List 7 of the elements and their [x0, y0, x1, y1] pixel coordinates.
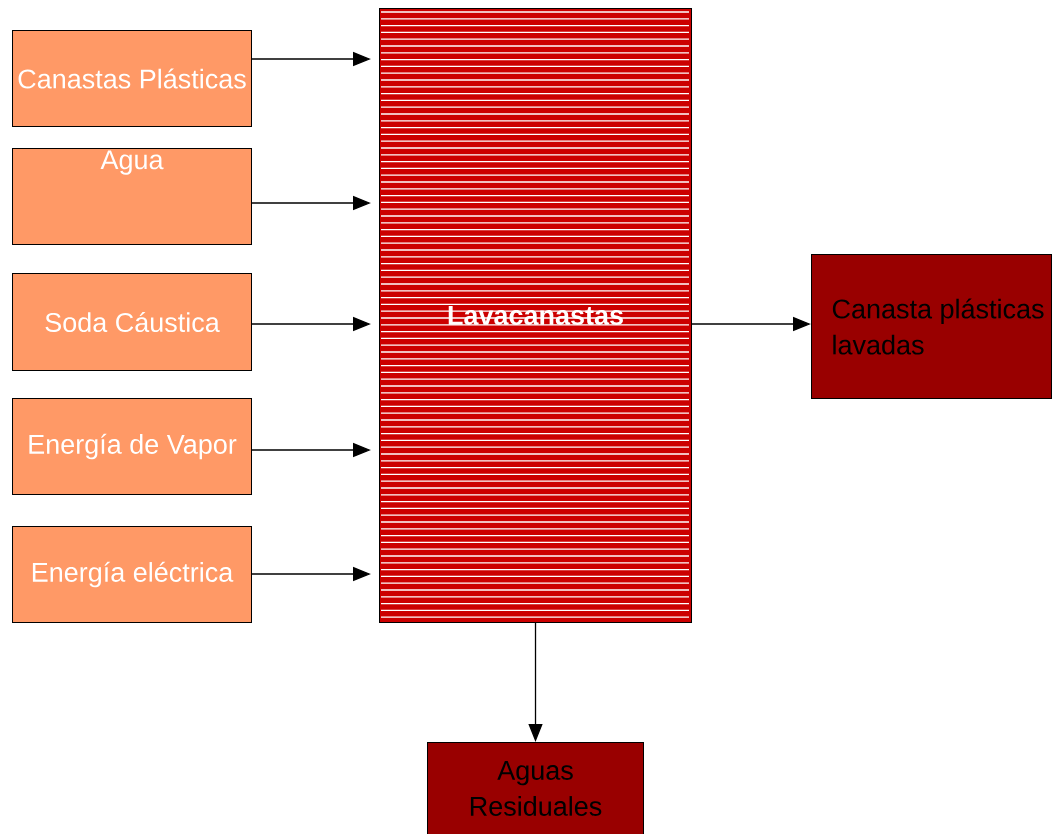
- output-box: Aguas Residuales: [427, 742, 644, 834]
- input-box: Energía eléctrica: [12, 526, 252, 623]
- input-box: Soda Cáustica: [12, 273, 252, 371]
- input-box: Agua: [12, 148, 252, 245]
- input-box: Canastas Plásticas: [12, 30, 252, 127]
- input-box: Energía de Vapor: [12, 398, 252, 495]
- output-box: Canasta plásticas lavadas: [811, 254, 1052, 399]
